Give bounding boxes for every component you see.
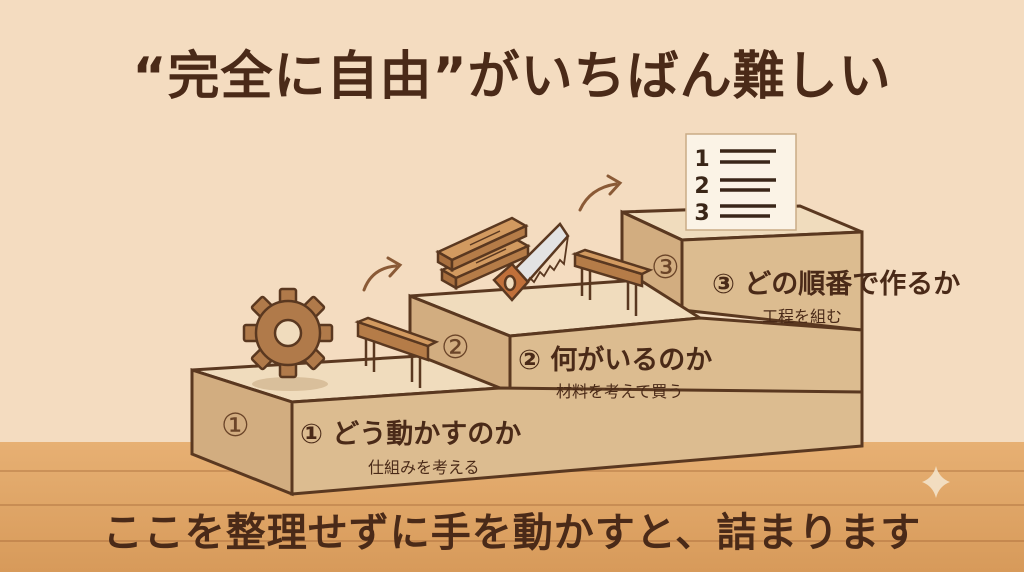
sparkle-icon xyxy=(922,466,950,498)
arrow-icon xyxy=(578,174,623,212)
step-1-block xyxy=(190,354,864,497)
step-3-subtitle: 工程を組む xyxy=(762,307,843,326)
checklist-number: 2 xyxy=(694,174,709,199)
step-2-badge: ② xyxy=(441,328,470,366)
step-2-block xyxy=(408,278,864,413)
floor-grain xyxy=(0,540,1024,542)
step-1-title: ① どう動かすのか xyxy=(300,419,522,450)
step-2-subtitle: 材料を考えて買う xyxy=(556,382,684,401)
checklist-icon: 1 2 3 xyxy=(685,133,797,231)
step-2-title: ② 何がいるのか xyxy=(518,345,713,376)
stool-icon xyxy=(571,248,654,316)
arrow-icon xyxy=(362,256,403,292)
step-3-block xyxy=(620,204,864,332)
step-1-subtitle: 仕組みを考える xyxy=(368,458,480,477)
stool-icon xyxy=(354,316,440,388)
checklist-number: 3 xyxy=(694,201,709,226)
page-title: “完全に自由”がいちばん難しい xyxy=(132,47,892,107)
step-3-title: ③ どの順番で作るか xyxy=(712,269,961,300)
gear-icon xyxy=(242,287,334,391)
step-1-badge: ① xyxy=(221,406,250,444)
checklist-number: 1 xyxy=(694,147,709,172)
step-3-badge: ③ xyxy=(651,248,680,286)
lumber-icon xyxy=(435,216,531,291)
bottom-message: ここを整理せずに手を動かすと、詰まります xyxy=(102,510,922,556)
floor-grain xyxy=(0,504,1024,506)
saw-icon xyxy=(492,222,570,302)
